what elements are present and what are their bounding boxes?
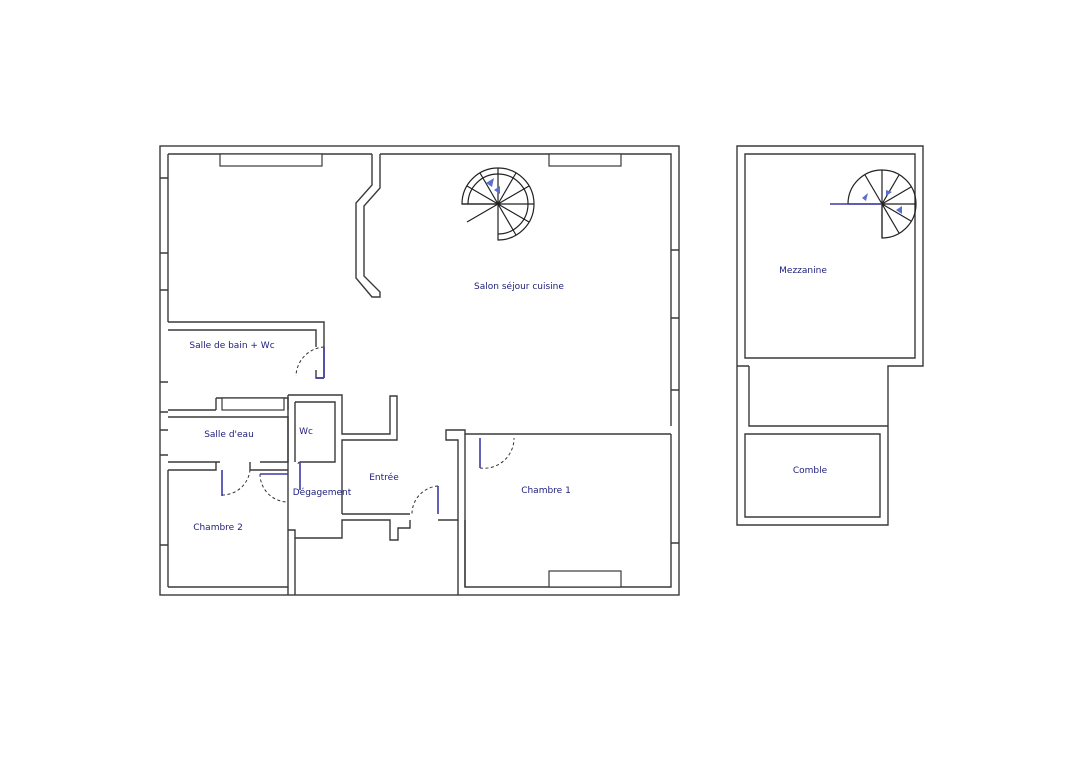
label-chambre-2: Chambre 2 xyxy=(193,523,243,533)
doors xyxy=(221,346,515,515)
window-sdb-inner xyxy=(221,397,285,411)
room-labels: Salon séjour cuisine Salle de bain + Wc … xyxy=(189,266,827,533)
label-entree: Entrée xyxy=(369,472,399,483)
main-apartment-walls xyxy=(159,145,680,596)
spiral-staircase-mezzanine xyxy=(830,169,917,239)
spiral-staircase-main xyxy=(461,167,535,241)
window-chambre1 xyxy=(548,570,622,588)
label-mezzanine: Mezzanine xyxy=(779,266,827,276)
label-salle-d-eau: Salle d'eau xyxy=(204,430,254,440)
label-wc: Wc xyxy=(299,427,313,437)
mezzanine-walls xyxy=(736,145,924,526)
window-top-right xyxy=(548,153,622,167)
label-degagement: Dégagement xyxy=(293,487,352,498)
label-comble: Comble xyxy=(793,466,828,476)
window-top-left xyxy=(219,153,323,167)
label-chambre-1: Chambre 1 xyxy=(521,486,571,496)
label-salle-de-bain: Salle de bain + Wc xyxy=(189,341,274,351)
label-salon: Salon séjour cuisine xyxy=(474,281,564,292)
